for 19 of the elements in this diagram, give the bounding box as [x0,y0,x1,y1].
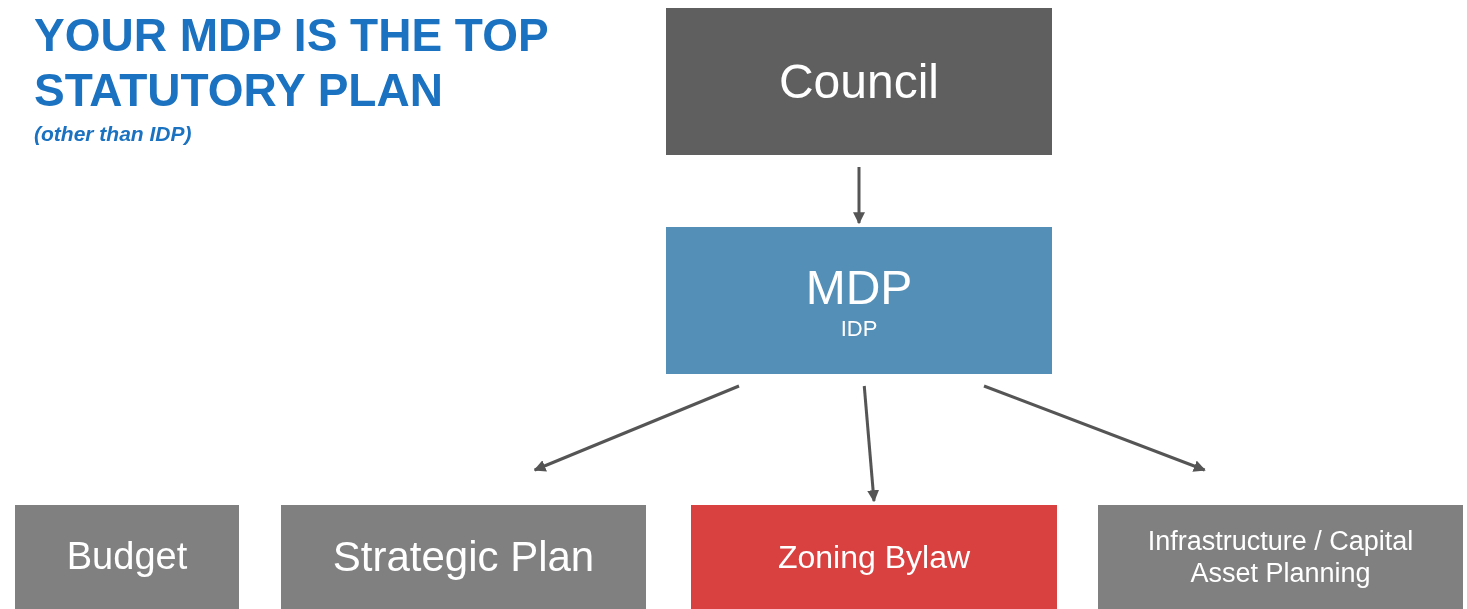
box-label: Strategic Plan [332,531,595,582]
process-box [691,505,1057,609]
box-label: Infrastructure / Capital Asset Planning [1146,524,1415,590]
box-label: Council [778,53,940,110]
process-box [281,505,646,609]
arrow [853,167,865,225]
process-box [15,505,239,609]
arrow [983,384,1206,472]
title: YOUR MDP IS THE TOP STATUTORY PLAN [34,8,549,118]
process-box [1098,505,1463,609]
arrow [862,385,880,503]
subtitle: (other than IDP) [34,122,192,146]
box-label: MDP [805,259,913,316]
box-sublabel: IDP [840,316,878,343]
process-box [666,227,1052,374]
process-box [666,8,1052,155]
arrow [533,384,740,472]
box-label: Zoning Bylaw [777,537,971,577]
box-label: Budget [66,534,188,580]
